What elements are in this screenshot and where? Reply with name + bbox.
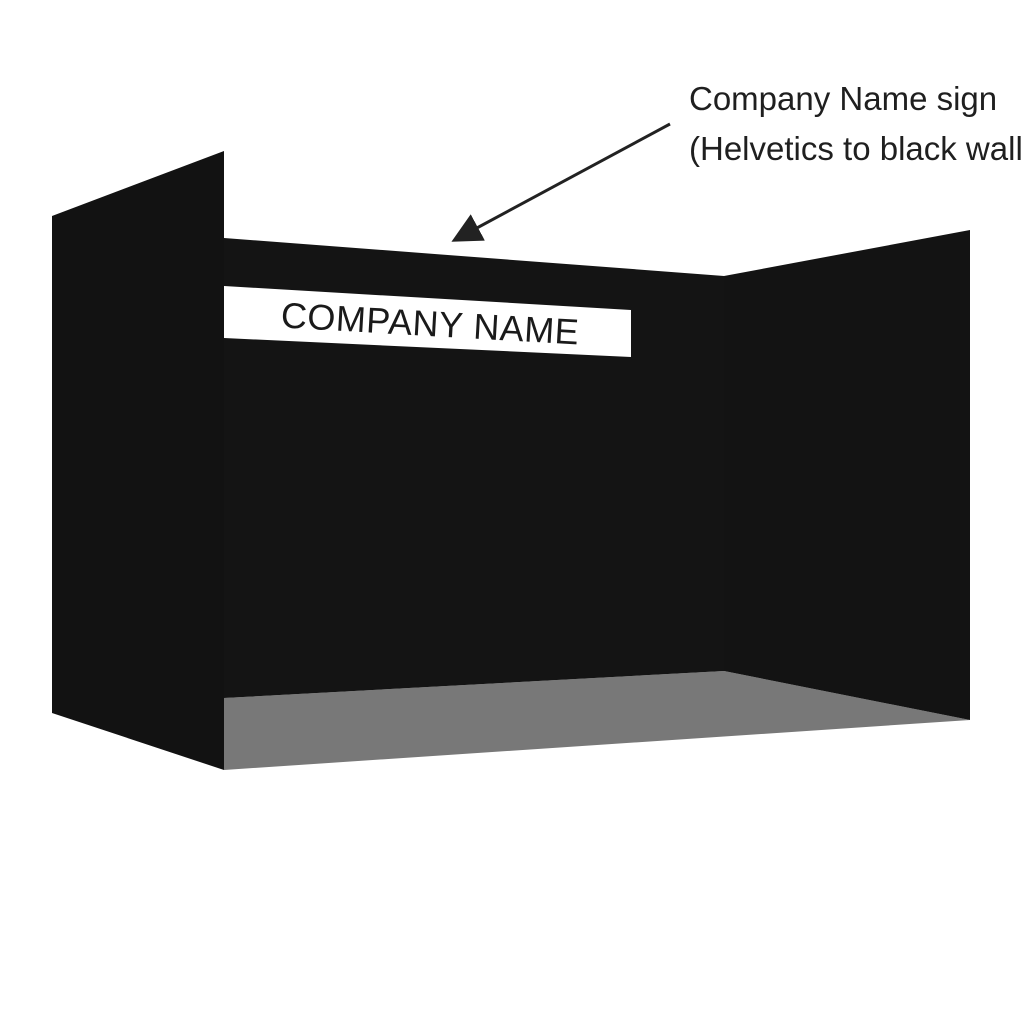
annotation-arrow bbox=[451, 122, 671, 242]
booth-floor bbox=[224, 671, 970, 770]
annotation-line-2: (Helvetics to black wall bbox=[689, 130, 1023, 167]
annotation-line-1: Company Name sign bbox=[689, 80, 998, 117]
annotation-label: Company Name sign (Helvetics to black wa… bbox=[689, 74, 1024, 174]
company-name-sign bbox=[224, 286, 631, 357]
right-wall bbox=[724, 230, 970, 720]
left-wall bbox=[52, 151, 224, 770]
